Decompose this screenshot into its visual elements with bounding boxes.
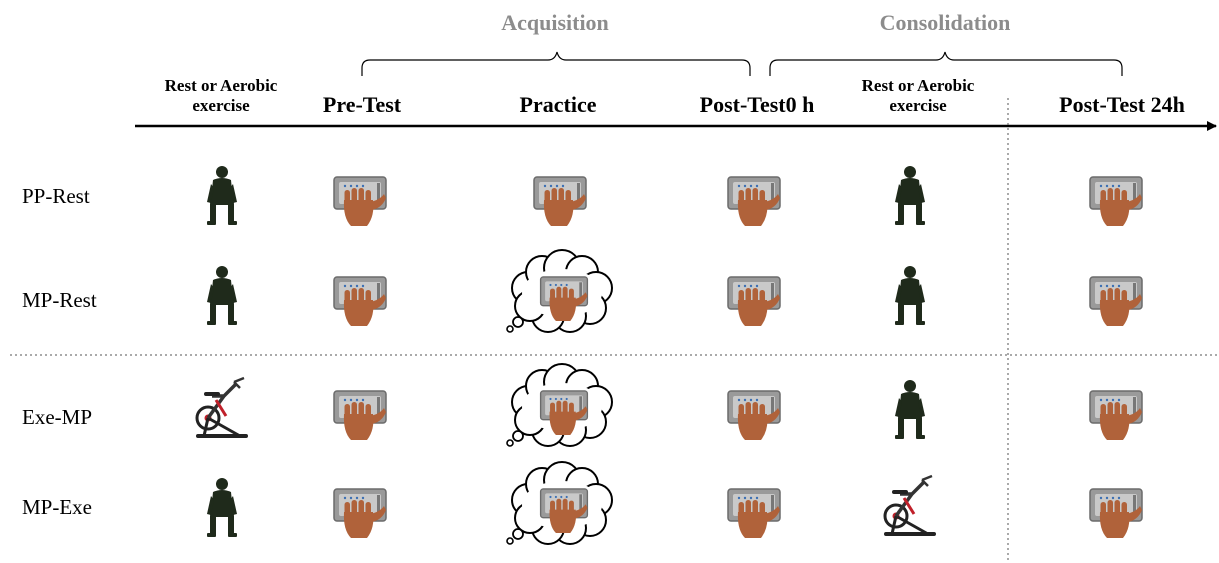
row-label-exe-mp: Exe-MP — [22, 405, 92, 429]
hand-keyboard-icon — [727, 276, 781, 326]
column-header-post-test-0h: Post-Test0 h — [699, 92, 815, 117]
person-sitting-icon — [207, 166, 237, 225]
hand-keyboard-icon — [333, 176, 387, 226]
hand-keyboard-icon — [1089, 390, 1143, 440]
phase-label-consolidation: Consolidation — [879, 10, 1011, 35]
row-label-pp-rest: PP-Rest — [22, 184, 90, 208]
exercise-bike-icon — [195, 376, 248, 438]
hand-keyboard-icon — [727, 176, 781, 226]
row-label-mp-rest: MP-Rest — [22, 288, 97, 312]
thought-bubble-hand-keyboard-icon — [506, 363, 613, 447]
hand-keyboard-icon — [333, 276, 387, 326]
hand-keyboard-icon — [533, 176, 587, 226]
hand-keyboard-icon — [1089, 176, 1143, 226]
exercise-bike-icon — [883, 474, 936, 536]
thought-bubble-hand-keyboard-icon — [506, 249, 613, 333]
column-header-post-test-24h: Post-Test 24h — [1059, 92, 1185, 117]
column-header-rest-or-exercise-2: Rest or Aerobic exercise — [861, 76, 975, 115]
person-sitting-icon — [895, 166, 925, 225]
hand-keyboard-icon — [1089, 488, 1143, 538]
hand-keyboard-icon — [727, 390, 781, 440]
column-header-practice: Practice — [519, 92, 597, 117]
person-sitting-icon — [895, 266, 925, 325]
person-sitting-icon — [895, 380, 925, 439]
hand-keyboard-icon — [727, 488, 781, 538]
thought-bubble-hand-keyboard-icon — [506, 461, 613, 545]
phase-label-acquisition: Acquisition — [501, 10, 609, 35]
person-sitting-icon — [207, 266, 237, 325]
person-sitting-icon — [207, 478, 237, 537]
hand-keyboard-icon — [333, 488, 387, 538]
hand-keyboard-icon — [1089, 276, 1143, 326]
column-header-rest-or-exercise: Rest or Aerobic exercise — [164, 76, 278, 115]
acquisition-brace — [361, 51, 751, 76]
hand-keyboard-icon — [333, 390, 387, 440]
column-header-pre-test: Pre-Test — [322, 92, 402, 117]
row-label-mp-exe: MP-Exe — [22, 495, 92, 519]
consolidation-brace — [769, 51, 1123, 76]
